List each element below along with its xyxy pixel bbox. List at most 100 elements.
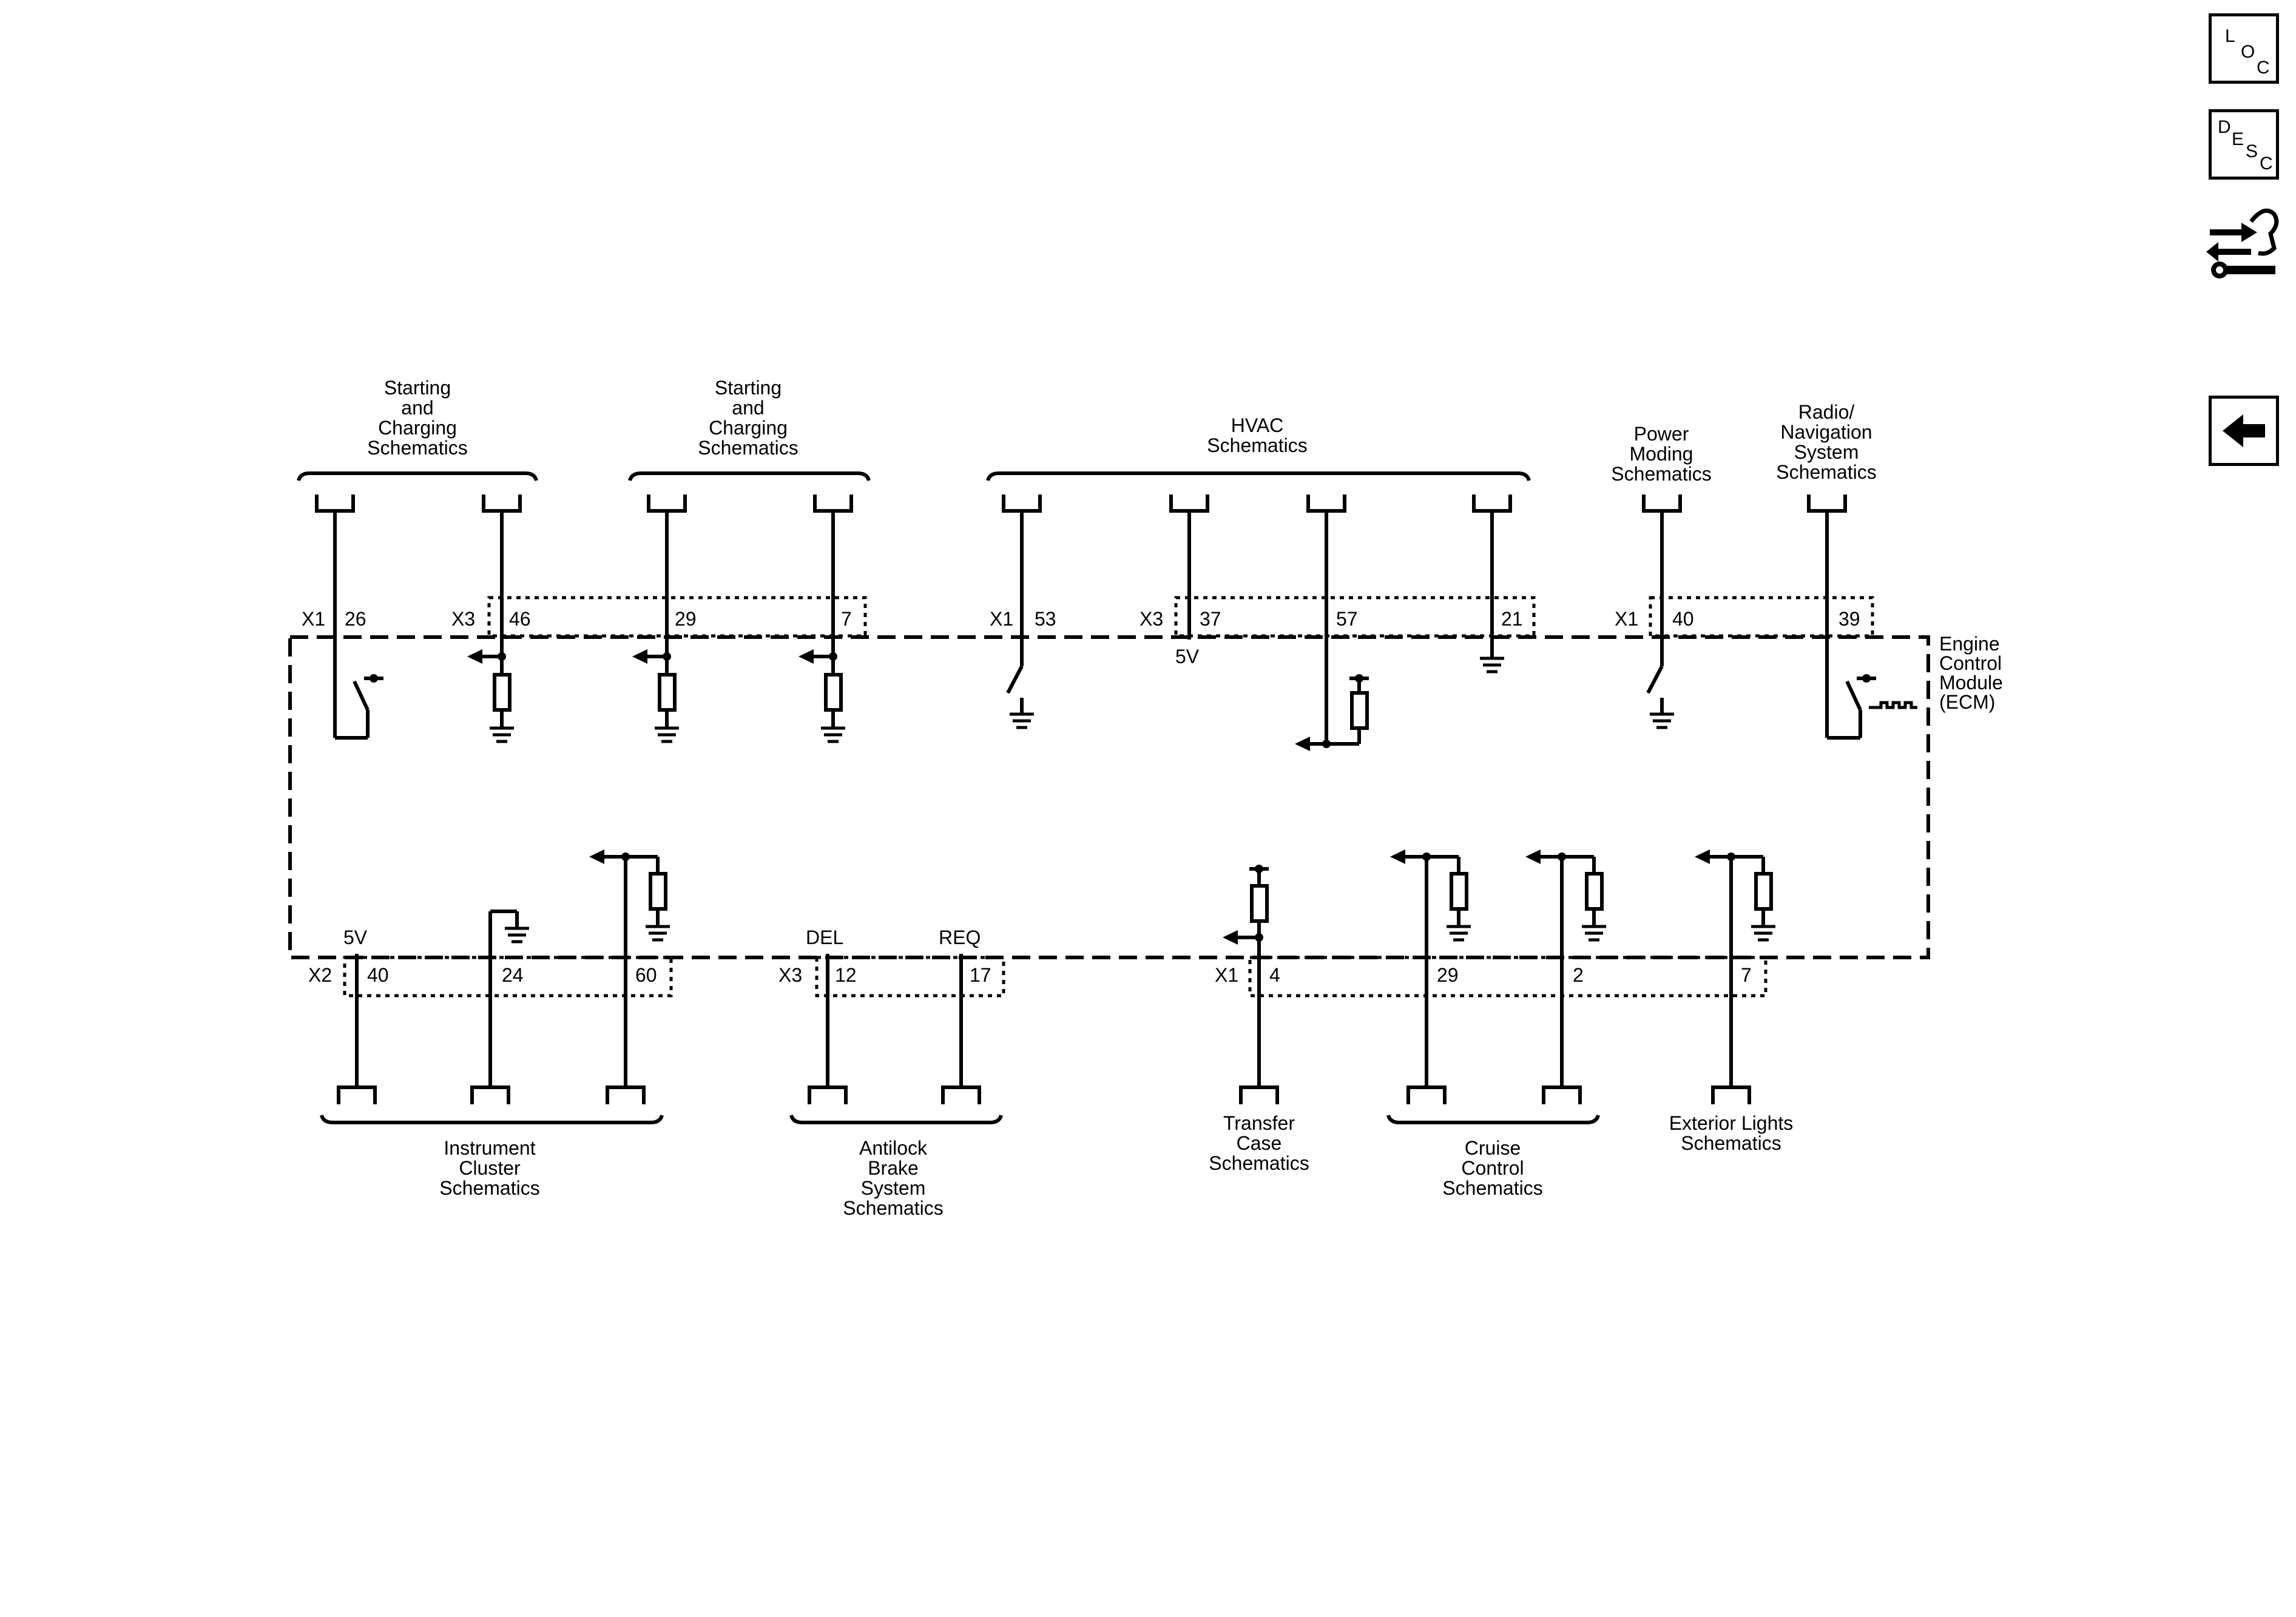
svg-text:HVAC: HVAC: [1231, 414, 1284, 436]
svg-text:4: 4: [1269, 964, 1280, 986]
circuit-21: [1480, 511, 1504, 673]
svg-text:Cruise: Cruise: [1465, 1137, 1521, 1159]
svg-text:Power: Power: [1634, 423, 1689, 445]
svg-text:Brake: Brake: [868, 1157, 919, 1179]
svg-text:(ECM): (ECM): [1939, 691, 1995, 713]
svg-text:40: 40: [1672, 608, 1694, 630]
svg-text:X2: X2: [308, 964, 332, 986]
svg-text:Schematics: Schematics: [1209, 1152, 1309, 1174]
ecm-module-outline: [288, 635, 1930, 959]
svg-text:21: 21: [1501, 608, 1523, 630]
bottom-group-transfer-case: Transfer Case Schematics: [1209, 1112, 1309, 1174]
circuit-57: [1295, 511, 1369, 751]
svg-text:17: 17: [970, 964, 991, 986]
circuit-x1-40: [1646, 511, 1674, 729]
svg-text:7: 7: [1741, 964, 1752, 986]
svg-text:Antilock: Antilock: [859, 1137, 928, 1159]
svg-text:System: System: [1794, 441, 1859, 463]
svg-text:5V: 5V: [343, 927, 368, 948]
bottom-group-antilock-brake: Antilock Brake System Schematics: [789, 1115, 1003, 1219]
svg-text:Charging: Charging: [378, 417, 457, 439]
svg-text:REQ: REQ: [939, 927, 981, 948]
svg-text:Schematics: Schematics: [1681, 1132, 1781, 1154]
svg-text:Schematics: Schematics: [843, 1197, 943, 1219]
bottom-group-cruise-control: Cruise Control Schematics: [1386, 1115, 1600, 1199]
connector-wrench-icon: [2206, 208, 2279, 279]
top-group-brace: [986, 471, 1531, 481]
svg-text:60: 60: [635, 964, 657, 986]
top-group-starting-charging-1: Starting and Charging Schematics: [297, 377, 538, 481]
svg-text:29: 29: [675, 608, 697, 630]
svg-text:Cluster: Cluster: [459, 1157, 521, 1179]
left-arrow-icon: [2223, 414, 2265, 447]
svg-text:40: 40: [367, 964, 389, 986]
ecm-module-label: Engine Control Module (ECM): [1939, 633, 2003, 713]
svg-text:and: and: [401, 397, 433, 419]
svg-text:Schematics: Schematics: [439, 1177, 539, 1199]
top-group-power-moding: Power Moding Schematics: [1611, 423, 1711, 485]
top-connector-boxes: [487, 596, 1874, 638]
circuit-x1-4: [1223, 865, 1269, 1087]
circuit-x1-26: [333, 511, 383, 740]
svg-text:Case: Case: [1237, 1132, 1282, 1154]
svg-text:Control: Control: [1939, 652, 2002, 674]
svg-text:and: and: [732, 397, 764, 419]
svg-text:2: 2: [1573, 964, 1584, 986]
svg-text:Control: Control: [1461, 1157, 1524, 1179]
svg-text:57: 57: [1336, 608, 1358, 630]
back-button[interactable]: [2209, 396, 2279, 466]
circuit-29-cruise: [1390, 849, 1471, 1087]
svg-text:Navigation: Navigation: [1780, 421, 1872, 443]
top-group-radio-navigation: Radio/ Navigation System Schematics: [1776, 401, 1876, 483]
top-group-hvac: HVAC Schematics: [986, 414, 1531, 481]
bottom-connectors: [337, 1085, 1751, 1104]
circuit-x3-46: [467, 511, 514, 743]
svg-text:53: 53: [1035, 608, 1056, 630]
desc-letter-s: S: [2246, 141, 2258, 161]
top-group-brace: [297, 471, 538, 481]
svg-text:Radio/: Radio/: [1798, 401, 1855, 423]
svg-text:Schematics: Schematics: [698, 437, 798, 459]
svg-text:26: 26: [345, 608, 366, 630]
svg-text:5V: 5V: [1175, 646, 1200, 667]
svg-text:39: 39: [1838, 608, 1860, 630]
top-group-brace: [628, 471, 871, 481]
svg-text:X1: X1: [990, 608, 1013, 630]
svg-text:Starting: Starting: [384, 377, 451, 399]
desc-letter-d: D: [2218, 117, 2231, 137]
svg-text:DEL: DEL: [806, 927, 843, 948]
description-button[interactable]: D E S C: [2209, 109, 2279, 180]
loc-letter-l: L: [2225, 26, 2235, 46]
svg-text:X3: X3: [451, 608, 475, 630]
svg-text:System: System: [861, 1177, 926, 1199]
svg-text:Transfer: Transfer: [1223, 1112, 1295, 1134]
svg-text:X1: X1: [302, 608, 325, 630]
svg-text:46: 46: [509, 608, 531, 630]
circuit-x1-53: [1006, 511, 1034, 729]
bottom-group-exterior-lights: Exterior Lights Schematics: [1669, 1112, 1794, 1154]
svg-text:29: 29: [1437, 964, 1459, 986]
svg-text:Moding: Moding: [1630, 443, 1693, 465]
circuit-39: [1825, 511, 1917, 740]
svg-text:Engine: Engine: [1939, 633, 2000, 655]
svg-text:37: 37: [1200, 608, 1221, 630]
top-pin-labels: X1 26 X3 46 29 7 X1 53 X3 37 5V 57 21 X1…: [302, 608, 1860, 667]
circuit-7-exterior: [1695, 849, 1775, 1087]
svg-text:7: 7: [841, 608, 852, 630]
location-button[interactable]: L O C: [2209, 13, 2279, 84]
svg-text:Schematics: Schematics: [1776, 461, 1876, 483]
connector-repair-button[interactable]: [2206, 197, 2281, 288]
svg-text:Charging: Charging: [709, 417, 788, 439]
svg-text:Schematics: Schematics: [1207, 434, 1307, 456]
svg-text:Instrument: Instrument: [444, 1137, 535, 1159]
svg-text:X3: X3: [1140, 608, 1163, 630]
svg-text:X3: X3: [778, 964, 802, 986]
circuit-7: [799, 511, 845, 743]
circuit-24: [488, 910, 529, 1087]
circuit-29: [632, 511, 679, 743]
svg-text:X1: X1: [1615, 608, 1638, 630]
svg-text:Module: Module: [1939, 672, 2003, 694]
top-connectors: [315, 495, 1847, 513]
loc-letter-o: O: [2241, 42, 2255, 62]
